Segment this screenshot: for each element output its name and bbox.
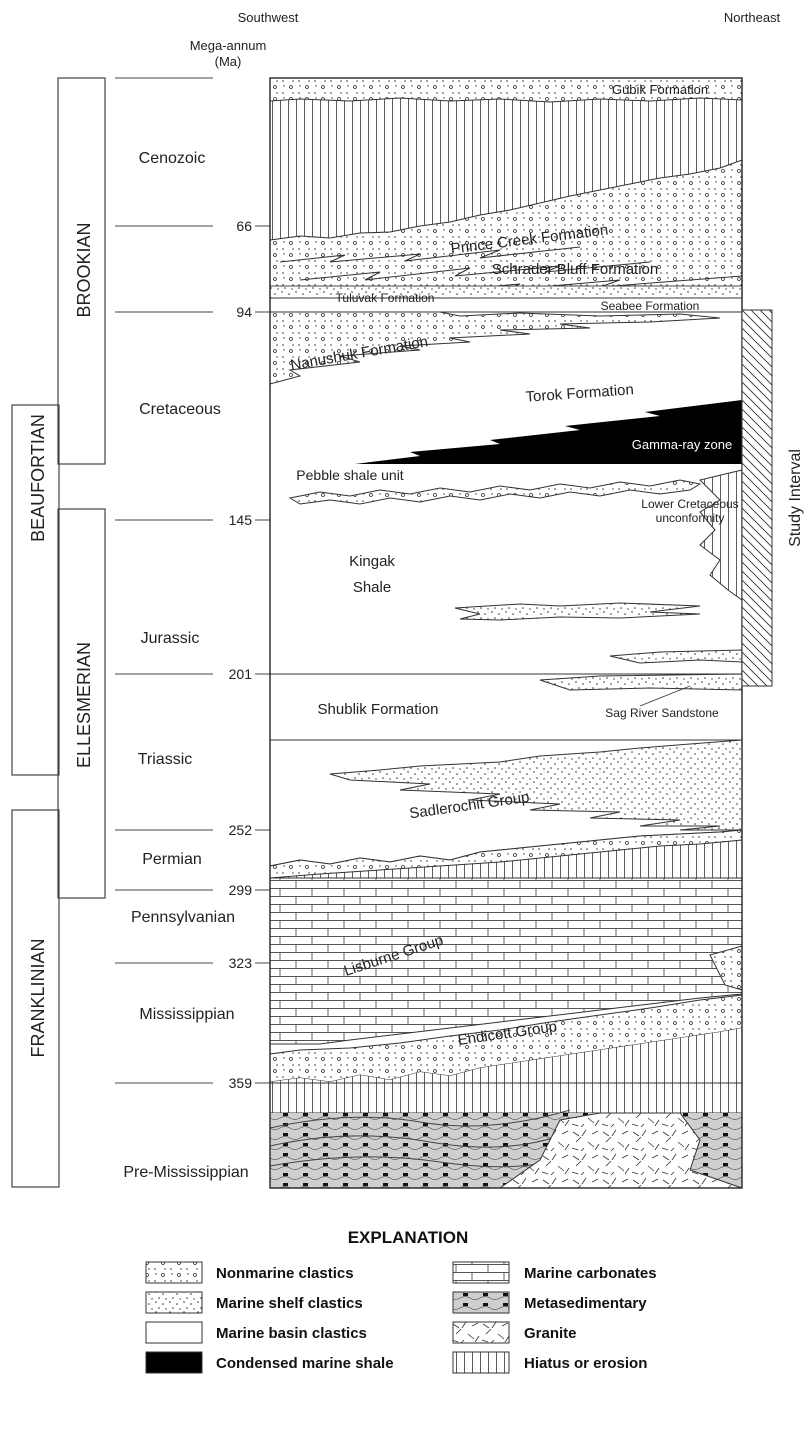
legend-swatch-granite bbox=[453, 1322, 509, 1343]
label-schrader-bluff: Schrader Bluff Formation bbox=[492, 261, 658, 278]
period-triassic: Triassic bbox=[138, 751, 193, 768]
age-359: 359 bbox=[229, 1075, 253, 1091]
study-interval-bar bbox=[742, 310, 772, 686]
legend-swatch-hiatus bbox=[453, 1352, 509, 1373]
header-ma: (Ma) bbox=[215, 54, 242, 69]
label-seabee: Seabee Formation bbox=[601, 299, 700, 313]
label-kingak-shale: Shale bbox=[353, 579, 391, 596]
period-permian: Permian bbox=[142, 851, 202, 868]
sequence-franklinian: FRANKLINIAN bbox=[28, 938, 48, 1057]
legend-label-hiatus: Hiatus or erosion bbox=[524, 1355, 647, 1372]
label-unconformity: unconformity bbox=[656, 511, 725, 525]
study-interval-label: Study Interval bbox=[787, 449, 804, 547]
period-jurassic: Jurassic bbox=[141, 630, 200, 647]
unit-hiatus-mississippian bbox=[270, 1083, 742, 1113]
legend-swatch-carbonates bbox=[453, 1262, 509, 1283]
age-299: 299 bbox=[229, 882, 253, 898]
legend-swatch-metasedimentary bbox=[453, 1292, 509, 1313]
header-southwest: Southwest bbox=[238, 10, 299, 25]
legend-label-shelf: Marine shelf clastics bbox=[216, 1295, 363, 1312]
header-northeast: Northeast bbox=[724, 10, 781, 25]
period-cenozoic: Cenozoic bbox=[139, 150, 206, 167]
legend-swatch-shelf bbox=[146, 1292, 202, 1313]
age-66: 66 bbox=[236, 218, 252, 234]
label-pebble-shale: Pebble shale unit bbox=[296, 467, 404, 483]
header-mega-annum: Mega-annum bbox=[190, 38, 267, 53]
label-gubik: Gubik Formation bbox=[612, 82, 708, 97]
legend-label-metasedimentary: Metasedimentary bbox=[524, 1295, 647, 1312]
period-pre-mississippian: Pre-Mississippian bbox=[123, 1164, 248, 1181]
legend-swatch-condensed bbox=[146, 1352, 202, 1373]
legend-label-granite: Granite bbox=[524, 1325, 577, 1342]
age-201: 201 bbox=[229, 666, 253, 682]
label-tuluvak: Tuluvak Formation bbox=[336, 291, 435, 305]
sequence-beaufortian: BEAUFORTIAN bbox=[28, 414, 48, 542]
legend-swatch-nonmarine bbox=[146, 1262, 202, 1283]
label-shublik: Shublik Formation bbox=[318, 701, 439, 718]
legend-label-nonmarine: Nonmarine clastics bbox=[216, 1265, 354, 1282]
age-252: 252 bbox=[229, 822, 253, 838]
period-pennsylvanian: Pennsylvanian bbox=[131, 909, 235, 926]
age-145: 145 bbox=[229, 512, 253, 528]
explanation-title: EXPLANATION bbox=[348, 1228, 469, 1247]
period-cretaceous: Cretaceous bbox=[139, 401, 221, 418]
legend-label-basin: Marine basin clastics bbox=[216, 1325, 367, 1342]
label-gamma-ray-zone: Gamma-ray zone bbox=[632, 437, 732, 452]
age-94: 94 bbox=[236, 304, 252, 320]
label-lower-cretaceous: Lower Cretaceous bbox=[641, 497, 738, 511]
legend: Nonmarine clastics Marine shelf clastics… bbox=[146, 1262, 657, 1373]
sequence-brookian: BROOKIAN bbox=[74, 222, 94, 317]
age-323: 323 bbox=[229, 955, 253, 971]
sequence-ellesmerian: ELLESMERIAN bbox=[74, 642, 94, 768]
label-sag-river: Sag River Sandstone bbox=[605, 706, 719, 720]
legend-label-condensed: Condensed marine shale bbox=[216, 1355, 394, 1372]
legend-swatch-basin bbox=[146, 1322, 202, 1343]
label-kingak: Kingak bbox=[349, 553, 395, 570]
period-mississippian: Mississippian bbox=[139, 1006, 234, 1023]
legend-label-carbonates: Marine carbonates bbox=[524, 1265, 657, 1282]
